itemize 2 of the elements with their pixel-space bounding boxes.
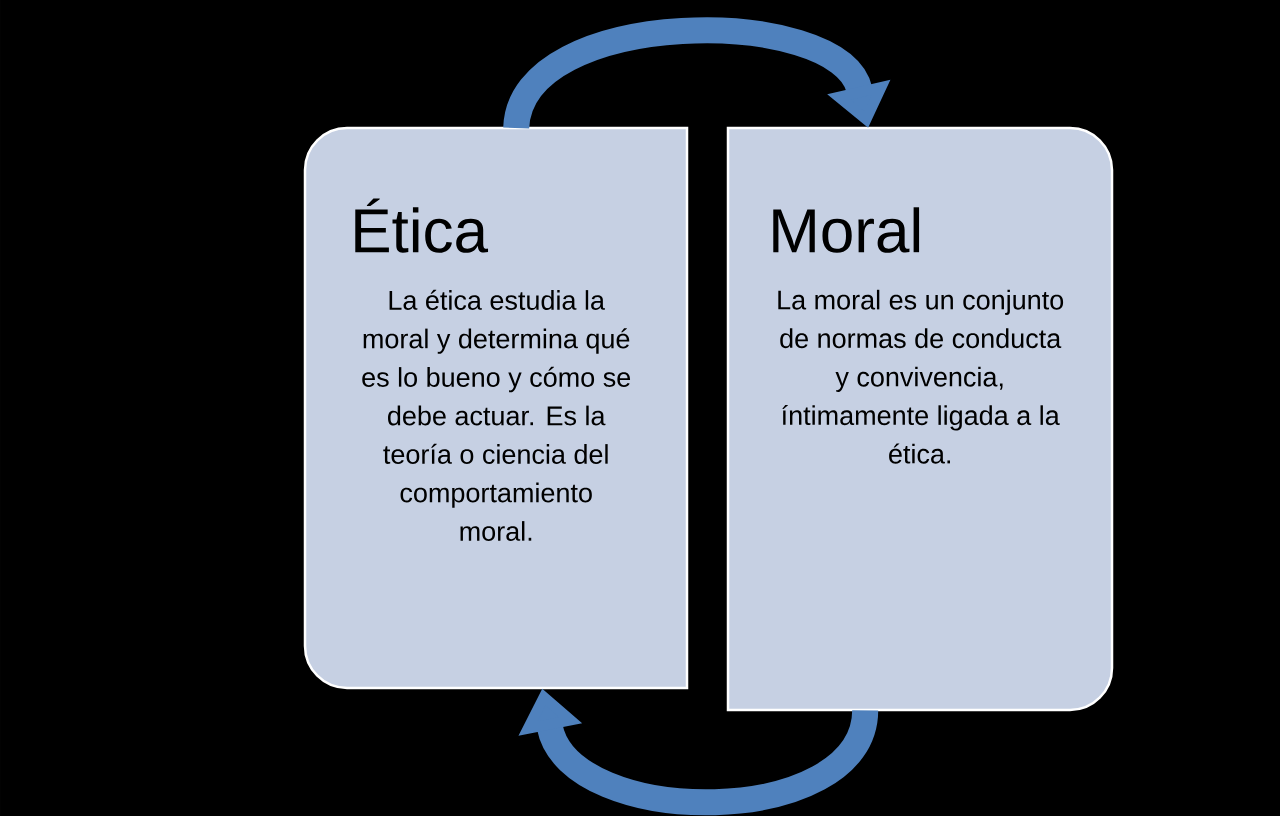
text-box: Ética La ética estudia la moral y determina qué es lo bueno y cómo se debe actuar. Es la teoría o ciencia del comportamiento moral. [303, 126, 689, 690]
text-box: Moral La moral es un conjunto de normas de conducta y convivencia, íntimamente ligada a la ética. [726, 126, 1114, 712]
